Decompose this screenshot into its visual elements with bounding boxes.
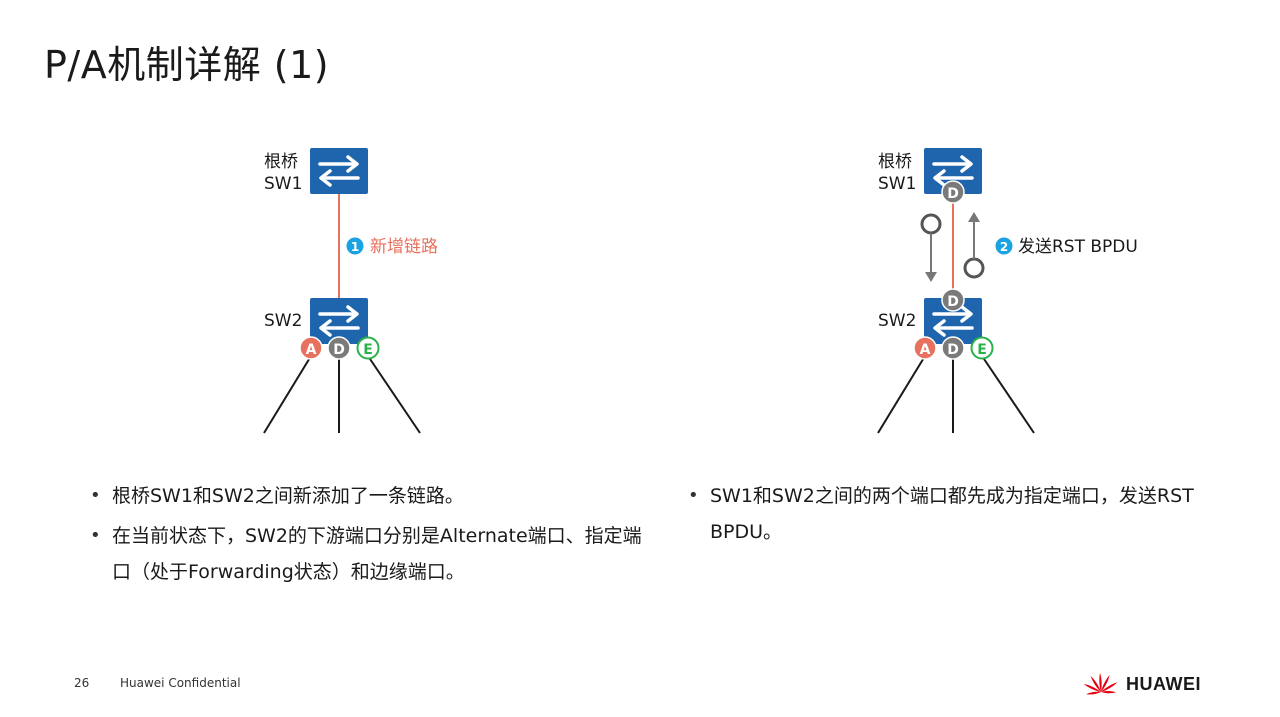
bpdu-down-icon bbox=[920, 213, 942, 235]
right-port-e bbox=[970, 336, 994, 360]
right-diagram: 根桥 SW1 D 2 发送RST BPDU SW2 D A D E bbox=[877, 146, 1138, 434]
right-sw2-port-d bbox=[941, 288, 965, 312]
left-sw1-switch-icon bbox=[308, 146, 370, 196]
left-step-badge bbox=[346, 237, 364, 255]
right-sw1-port-d-label: D bbox=[947, 186, 959, 202]
right-root-label-line1: 根桥 bbox=[878, 152, 912, 172]
left-bullet-item: 在当前状态下，SW2的下游端口分别是Alternate端口、指定端口（处于For… bbox=[90, 518, 650, 590]
left-bullet-list: 根桥SW1和SW2之间新添加了一条链路。 在当前状态下，SW2的下游端口分别是A… bbox=[90, 478, 650, 594]
left-port-e-label: E bbox=[363, 342, 373, 358]
left-sw2-label: SW2 bbox=[264, 311, 302, 331]
left-root-label-line2: SW1 bbox=[264, 174, 302, 194]
right-step-text: 发送RST BPDU bbox=[1018, 237, 1138, 257]
left-port-a bbox=[299, 336, 323, 360]
left-downlink-a bbox=[263, 355, 312, 434]
bpdu-up-arrowhead-icon bbox=[968, 212, 980, 222]
right-port-d bbox=[941, 336, 965, 360]
bpdu-down-arrowhead-icon bbox=[925, 272, 937, 282]
left-diagram: 根桥 SW1 1 新增链路 SW2 A D E bbox=[263, 146, 438, 434]
left-port-a-label: A bbox=[306, 342, 317, 358]
right-downlink-e bbox=[981, 355, 1035, 434]
page-number: 26 bbox=[74, 676, 90, 690]
left-step-text: 新增链路 bbox=[370, 237, 438, 257]
left-port-e bbox=[356, 336, 380, 360]
confidential-label: Huawei Confidential bbox=[120, 676, 241, 690]
right-port-a bbox=[913, 336, 937, 360]
left-port-d-label: D bbox=[333, 342, 345, 358]
bpdu-up-icon bbox=[963, 257, 985, 279]
left-step-number: 1 bbox=[351, 240, 359, 254]
left-downlink-e bbox=[367, 355, 421, 434]
huawei-logo-icon bbox=[1083, 673, 1118, 695]
page-title: P/A机制详解 (1) bbox=[44, 43, 330, 87]
right-bullet-item: SW1和SW2之间的两个端口都先成为指定端口，发送RST BPDU。 bbox=[688, 478, 1208, 550]
right-sw1-port-d bbox=[941, 180, 965, 204]
right-port-d-label: D bbox=[947, 342, 959, 358]
right-bullet-list: SW1和SW2之间的两个端口都先成为指定端口，发送RST BPDU。 bbox=[688, 478, 1208, 554]
left-port-d bbox=[327, 336, 351, 360]
left-root-label-line1: 根桥 bbox=[264, 152, 298, 172]
right-port-a-label: A bbox=[920, 342, 931, 358]
right-sw2-label: SW2 bbox=[878, 311, 916, 331]
right-root-label-line2: SW1 bbox=[878, 174, 916, 194]
right-step-number: 2 bbox=[1000, 240, 1008, 254]
brand-name: HUAWEI bbox=[1126, 674, 1201, 694]
right-step-badge bbox=[995, 237, 1013, 255]
right-downlink-a bbox=[877, 355, 926, 434]
right-sw2-port-d-label: D bbox=[947, 294, 959, 310]
left-bullet-item: 根桥SW1和SW2之间新添加了一条链路。 bbox=[90, 478, 650, 514]
right-port-e-label: E bbox=[977, 342, 987, 358]
